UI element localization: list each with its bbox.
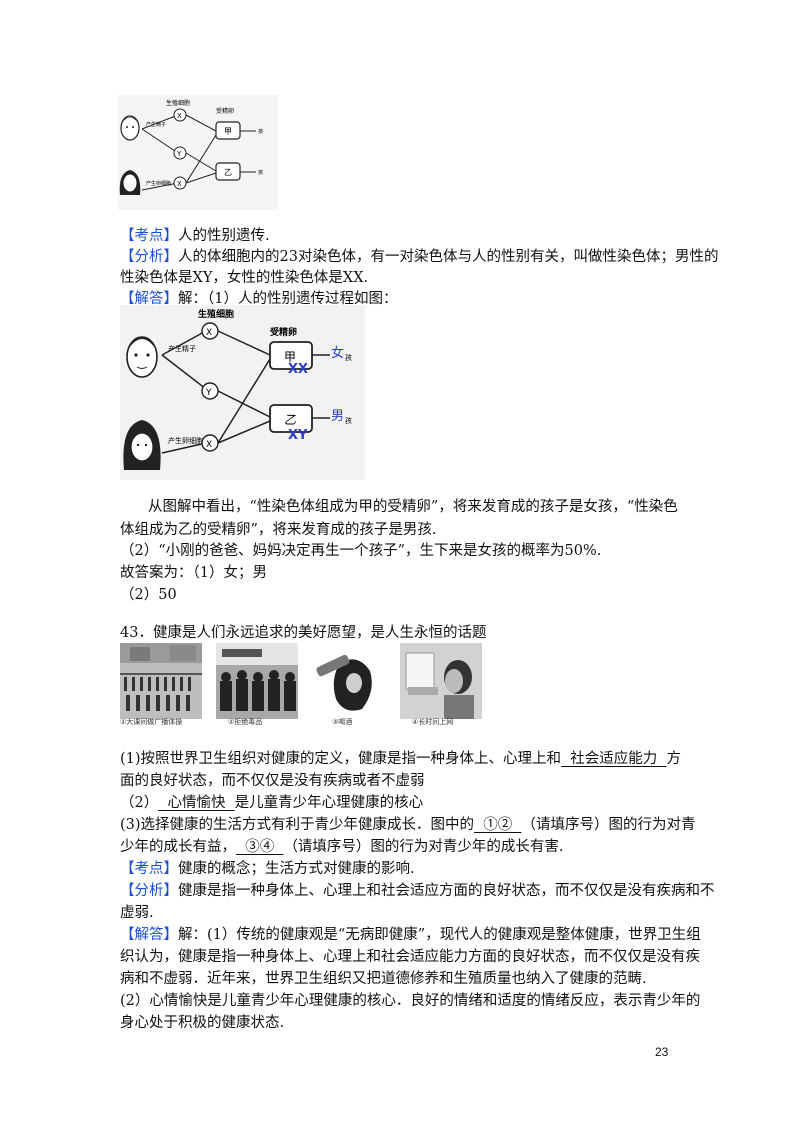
large-inheritance-diagram: 生殖细胞 受精卵 产生精子 产生卵细胞 X Y X 甲 XX 乙 XY 女 孩 …: [120, 305, 365, 480]
photo-broadcast-exercise: [120, 643, 202, 719]
photo-drinking: [310, 643, 392, 719]
caption-1: ①大课间做广播体操: [120, 718, 183, 726]
small-x-egg: X: [177, 180, 182, 188]
big-x-egg: X: [206, 440, 212, 450]
q3-answer-blank-2: ③④: [236, 839, 284, 855]
big-egg-b-chromosomes: XY: [288, 428, 308, 443]
q43-title: 43．健康是人们永远追求的美好愿望，是人生永恒的话题: [120, 625, 487, 641]
big-y-sperm: Y: [205, 388, 212, 398]
small-y-sperm: Y: [176, 150, 182, 158]
big-out-b-handwritten: 男: [331, 409, 344, 424]
photo-long-internet: [400, 643, 482, 719]
small-x-sperm: X: [177, 112, 182, 120]
big-x-sperm: X: [206, 328, 212, 338]
q43-q3-line2: 少年的成长有益， ③④ （请填序号）图的行为对青少年的成长有害.: [120, 839, 564, 855]
q43-jieda-line1: 【解答】解：(1）传统的健康观是“无病即健康”，现代人的健康观是整体健康，世界卫…: [120, 927, 701, 943]
kaodian-tag: 【考点】: [120, 861, 178, 877]
caption-2: ②拒绝毒品: [228, 718, 263, 726]
q43-q1-line1: (1)按照世界卫生组织对健康的定义，健康是指一种身体上、心理上和 社会适应能力 …: [120, 751, 681, 767]
big-right-label: 受精卵: [270, 326, 297, 338]
big-egg-b: 乙: [284, 413, 296, 427]
big-male-label: 产生精子: [168, 344, 196, 353]
q42-para1-line1: 从图解中看出，“性染色体组成为甲的受精卵”，将来发育成的孩子是女孩，“性染色: [148, 499, 678, 515]
big-egg-a: 甲: [284, 350, 296, 364]
female-face-icon: [123, 420, 161, 470]
q42-answer-line1: 故答案为：（1）女；男: [120, 565, 267, 581]
jieda-tag: 【解答】: [120, 927, 178, 943]
q43-fenxi-line2: 虚弱.: [120, 905, 154, 921]
big-female-label: 产生卵细胞: [168, 436, 203, 445]
q42-para1-line2: 体组成为乙的受精卵”，将来发育成的孩子是男孩.: [120, 522, 437, 538]
q43-kaodian: 【考点】健康的概念；生活方式对健康的影响.: [120, 861, 415, 877]
q43-q1-line2: 面的良好状态，而不仅仅是没有疾病或者不虚弱: [120, 773, 425, 789]
q43-fenxi-line1: 【分析】健康是指一种身体上、心理上和社会适应方面的良好状态，而不仅仅是没有疾病和…: [120, 883, 715, 899]
small-out-a: 孩: [258, 128, 263, 135]
q2-answer-blank: 心情愉快: [158, 795, 235, 811]
q43-q2: （2） 心情愉快 是儿童青少年心理健康的核心: [120, 795, 424, 811]
q42-kaodian: 【考点】人的性别遗传.: [120, 228, 270, 244]
big-out-b: 孩: [345, 416, 352, 425]
male-face-icon: [120, 115, 140, 141]
small-right-label: 受精卵: [216, 107, 234, 115]
small-egg-b: 乙: [224, 168, 232, 177]
small-female-label: 产生卵细胞: [146, 180, 171, 187]
caption-4: ④长时间上网: [412, 718, 454, 726]
q43-jieda-line5: 身心处于积极的健康状态.: [120, 1015, 285, 1031]
big-top-label: 生殖细胞: [198, 308, 234, 320]
page-number: 23: [655, 1045, 669, 1059]
small-top-label: 生殖细胞: [166, 99, 190, 107]
big-out-a: 孩: [345, 353, 352, 362]
q42-fenxi-line1: 【分析】人的体细胞内的23对染色体，有一对染色体与人的性别有关，叫做性染色体；男…: [120, 249, 719, 265]
q42-fenxi-line2: 性染色体是XY，女性的性染色体是XX.: [120, 270, 369, 286]
q43-jieda-line3: 病和不虚弱．近年来，世界卫生组织又把道德修养和生殖质量也纳入了健康的范畴.: [120, 971, 647, 987]
kaodian-tag: 【考点】: [120, 228, 178, 244]
female-face-icon: [119, 170, 141, 195]
big-egg-a-chromosomes: XX: [288, 362, 308, 377]
small-inheritance-diagram: 生殖细胞 受精卵 产生精子 产生卵细胞 X Y X 甲 乙 孩 孩: [118, 95, 278, 210]
q43-q3-line1: (3)选择健康的生活方式有利于青少年健康成长．图中的 ①② （请填序号）图的行为…: [120, 817, 696, 833]
q43-photo-row: ①大课间做广播体操 ②拒绝毒品 ③喝酒 ④长时间上网: [120, 643, 482, 733]
photo-refuse-drugs: [216, 643, 298, 719]
fenxi-tag: 【分析】: [120, 883, 178, 899]
q43-jieda-line4: (2）心情愉快是儿童青少年心理健康的核心．良好的情绪和适度的情绪反应，表示青少年…: [120, 993, 701, 1009]
small-egg-a: 甲: [224, 127, 232, 136]
male-face-icon: [126, 336, 158, 378]
small-male-label: 产生精子: [146, 121, 166, 128]
jieda-tag: 【解答】: [120, 291, 178, 307]
small-out-b: 孩: [258, 169, 263, 176]
q43-jieda-line2: 织认为，健康是指一种身体上、心理上和社会适应能力方面的良好状态，而不仅仅是没有疾: [120, 949, 700, 965]
caption-3: ③喝酒: [332, 718, 353, 726]
big-out-a-handwritten: 女: [331, 345, 344, 361]
q42-answer-line2: （2）50: [120, 587, 177, 603]
q1-answer-blank: 社会适应能力: [561, 751, 667, 767]
q42-jieda-line1: 【解答】解：（1）人的性别遗传过程如图：: [120, 291, 398, 307]
q3-answer-blank-1: ①②: [474, 817, 522, 833]
fenxi-tag: 【分析】: [120, 249, 178, 265]
q42-para2: （2）“小刚的爸爸、妈妈决定再生一个孩子”，生下来是女孩的概率为50%.: [120, 543, 602, 559]
